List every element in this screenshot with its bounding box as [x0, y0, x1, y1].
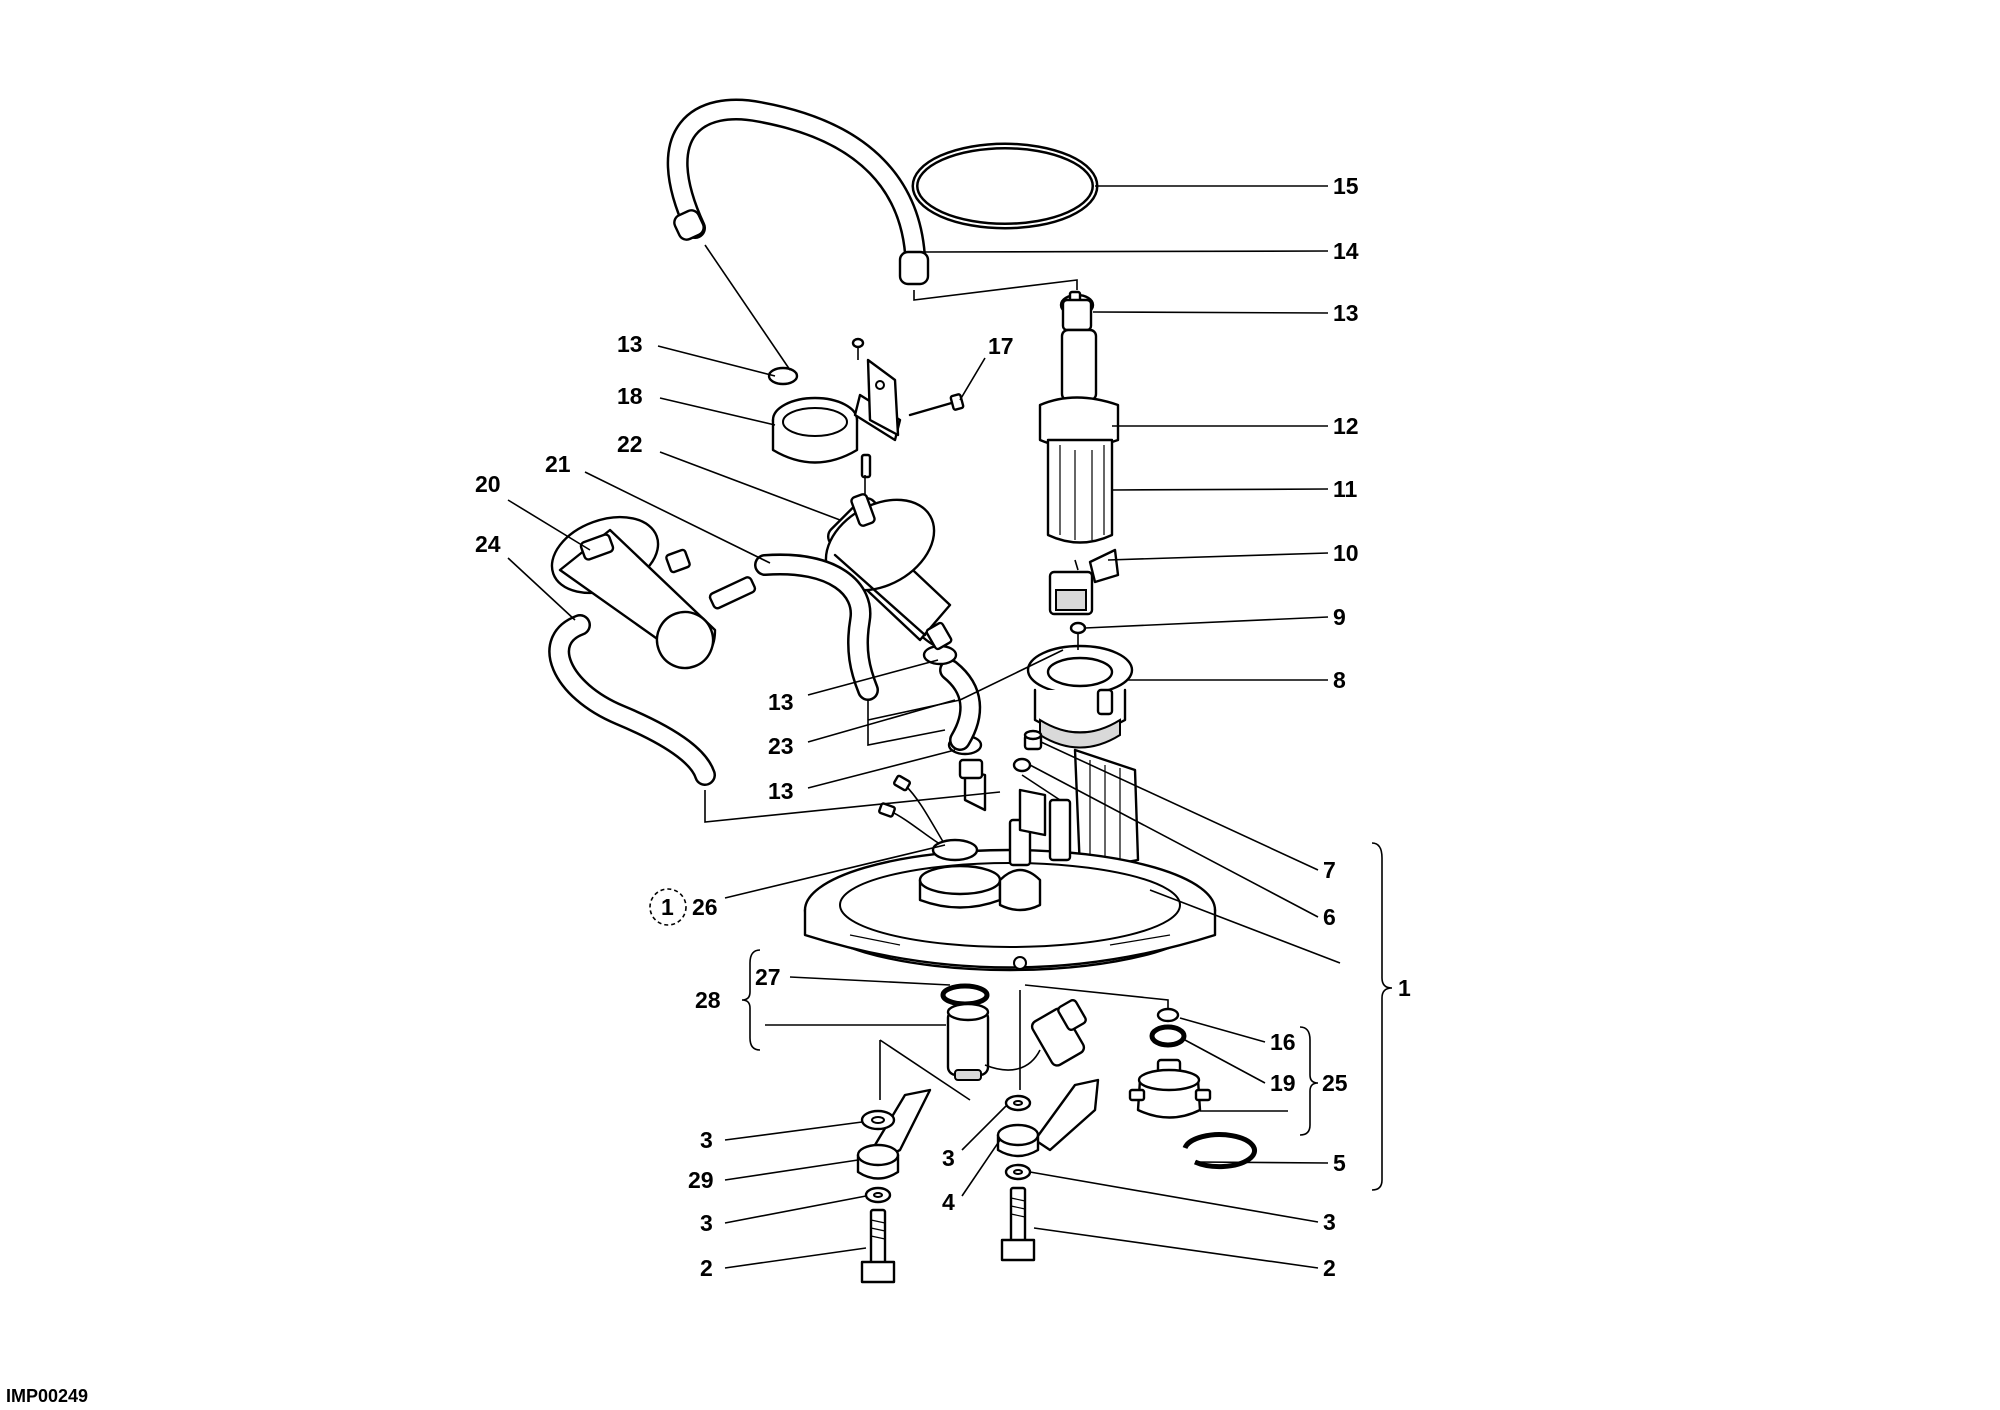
part-hose-23 — [939, 659, 982, 751]
part-electrical-plug — [984, 999, 1087, 1071]
callout-12: 12 — [1333, 413, 1359, 439]
part-regulator-20 — [550, 515, 757, 670]
part-screw-17 — [908, 393, 965, 417]
part-oring-6 — [1012, 757, 1032, 773]
callout-17: 17 — [988, 333, 1014, 359]
callout-3-left-a: 3 — [700, 1127, 713, 1153]
callout-13-d: 13 — [768, 778, 794, 804]
callout-4: 4 — [942, 1189, 955, 1215]
callout-2-left: 2 — [700, 1255, 713, 1281]
callout-10: 10 — [1333, 540, 1359, 566]
part-hose-21 — [754, 553, 879, 701]
callout-28: 28 — [695, 987, 721, 1013]
callout-23: 23 — [768, 733, 794, 759]
callouts: 15 14 13 12 11 10 9 8 7 6 1 16 19 25 5 — [475, 173, 1411, 1281]
part-clamp-18 — [771, 358, 902, 464]
callout-26-ref: 1 — [661, 894, 674, 920]
part-flange-assembly-1 — [803, 748, 1217, 972]
part-hose-14 — [666, 98, 930, 286]
parts-drawing — [548, 98, 1258, 1284]
part-washer-9 — [1069, 621, 1087, 635]
part-pump-motor — [946, 1002, 990, 1081]
callout-29: 29 — [688, 1167, 714, 1193]
callout-20: 20 — [475, 471, 501, 497]
part-oring-16 — [1156, 1007, 1180, 1023]
callout-11: 11 — [1333, 476, 1358, 502]
callout-16: 16 — [1270, 1029, 1296, 1055]
callout-22: 22 — [617, 431, 643, 457]
part-oring-19 — [1149, 1024, 1187, 1048]
part-hose-24 — [548, 614, 716, 786]
part-plug-7 — [1023, 729, 1043, 751]
callout-19: 19 — [1270, 1070, 1296, 1096]
part-oring-27 — [940, 983, 990, 1007]
callout-2-right: 2 — [1323, 1255, 1336, 1281]
callout-27: 27 — [755, 964, 781, 990]
callout-3-mid: 3 — [942, 1145, 955, 1171]
part-fuel-filter-22 — [824, 493, 953, 651]
assembly-lines — [704, 244, 1169, 1101]
callout-3-left-b: 3 — [700, 1210, 713, 1236]
part-bracket-right — [1033, 1078, 1100, 1152]
callout-5: 5 — [1333, 1150, 1346, 1176]
callout-3-right: 3 — [1323, 1209, 1336, 1235]
callout-13-b: 13 — [617, 331, 643, 357]
callout-13-c: 13 — [768, 689, 794, 715]
callout-21: 21 — [545, 451, 571, 477]
callout-26: 26 — [692, 894, 718, 920]
callout-14: 14 — [1333, 238, 1359, 264]
part-filter-8 — [1026, 644, 1134, 749]
callout-15: 15 — [1333, 173, 1359, 199]
callout-25: 25 — [1322, 1070, 1348, 1096]
part-pump-body-12-11 — [1038, 298, 1120, 544]
part-connector-10 — [1048, 548, 1120, 616]
part-small-bolt — [851, 337, 872, 479]
callout-1: 1 — [1398, 975, 1411, 1001]
callout-9: 9 — [1333, 604, 1346, 630]
part-stack-right — [996, 1094, 1040, 1262]
callout-13-a: 13 — [1333, 300, 1359, 326]
callout-6: 6 — [1323, 904, 1336, 930]
part-harness-26 — [878, 774, 979, 862]
callout-8: 8 — [1333, 667, 1346, 693]
callout-18: 18 — [617, 383, 643, 409]
callout-24: 24 — [475, 531, 501, 557]
callout-26-ref-circle — [649, 888, 687, 926]
callout-7: 7 — [1323, 857, 1336, 883]
part-regulator-25 — [1128, 1058, 1212, 1119]
part-clip-13-upper-left — [767, 366, 799, 386]
part-stack-left — [856, 1109, 900, 1284]
diagram-code: IMP00249 — [6, 1386, 88, 1406]
part-circlip-5 — [1182, 1132, 1258, 1170]
